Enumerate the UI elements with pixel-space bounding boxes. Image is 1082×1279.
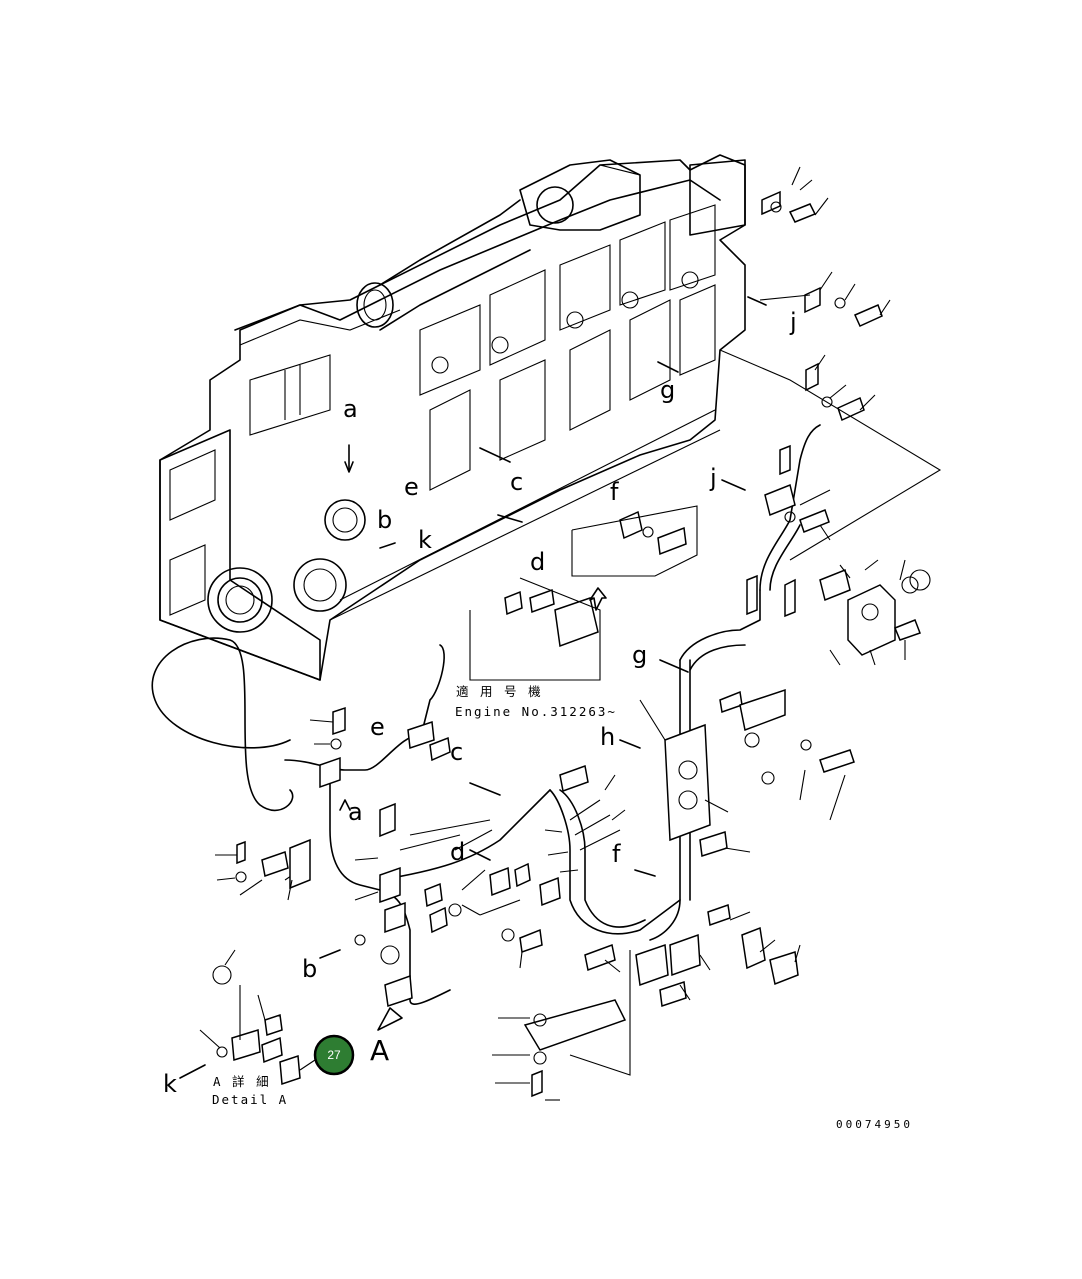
label-d-top: d xyxy=(530,548,545,576)
label-b-mid: b xyxy=(302,955,317,983)
label-c-mid: c xyxy=(450,738,463,766)
label-a-mid: a xyxy=(348,798,363,826)
label-a-top: a xyxy=(343,395,358,423)
callout-labels: a e b c k d f g j j g h e c a d f b k A … xyxy=(163,308,913,1131)
label-c-top: c xyxy=(510,468,523,496)
label-f-mid: f xyxy=(612,840,621,868)
fasteners xyxy=(212,190,931,1098)
label-g-top: g xyxy=(660,376,675,404)
label-j-mid: j xyxy=(709,464,717,492)
label-b-top: b xyxy=(377,506,392,534)
leader-lines xyxy=(179,166,942,1101)
callout-badge[interactable]: 27 xyxy=(313,1034,355,1076)
detail-title-en: Detail A xyxy=(212,1092,288,1107)
label-e-mid: e xyxy=(370,713,385,741)
label-k-mid: k xyxy=(163,1070,177,1098)
detail-title-jp: A 詳 細 xyxy=(213,1074,271,1089)
label-h: h xyxy=(600,723,615,751)
label-j-top: j xyxy=(789,308,797,336)
label-k-top: k xyxy=(418,526,432,554)
label-A: A xyxy=(370,1034,389,1067)
badge-number: 27 xyxy=(327,1048,341,1062)
label-f-top: f xyxy=(610,478,619,506)
applicable-engine: Engine No.312263~ xyxy=(455,704,617,719)
label-g-mid: g xyxy=(632,641,647,669)
engine-block xyxy=(159,154,746,681)
label-e-top: e xyxy=(404,473,419,501)
applicable-title: 適 用 号 機 xyxy=(456,684,543,699)
label-d-mid: d xyxy=(450,838,465,866)
part-number: 00074950 xyxy=(836,1118,913,1131)
badge-circle[interactable] xyxy=(313,1034,355,1076)
